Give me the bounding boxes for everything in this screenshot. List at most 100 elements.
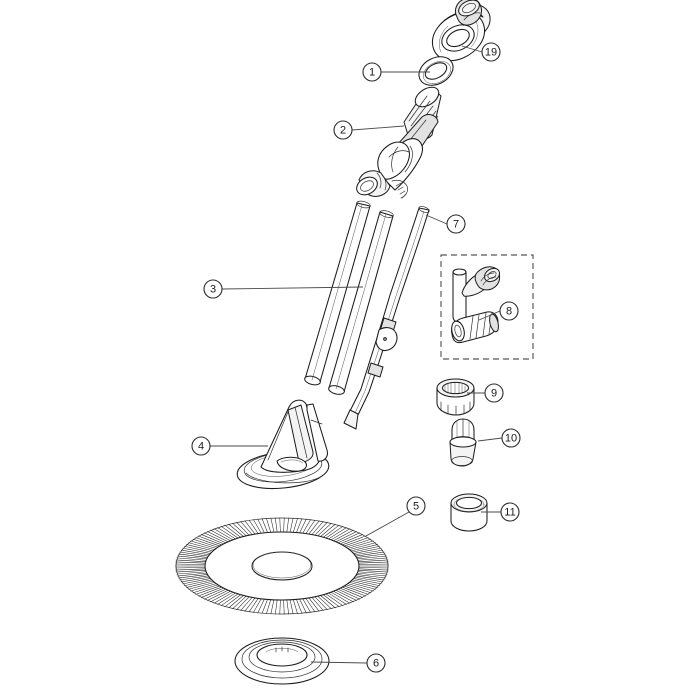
callout-6[interactable]: 6: [310, 653, 386, 673]
callout-number: 8: [506, 306, 512, 318]
brush-bristle: [200, 587, 225, 598]
callout-4[interactable]: 4: [191, 436, 268, 456]
brush-bristle: [311, 521, 324, 536]
brush-bristle: [186, 580, 214, 588]
brush-bristle: [357, 567, 389, 569]
brush-bristle: [339, 534, 364, 545]
callout-19[interactable]: 19: [461, 42, 501, 62]
brush-bristle: [351, 579, 380, 586]
brush-bristle: [308, 520, 320, 535]
callout-number: 4: [198, 441, 204, 453]
brush-bristle: [354, 551, 385, 557]
brush-bristle: [299, 518, 307, 534]
callout-bubble[interactable]: [333, 120, 353, 140]
part-adapter-kit-group: [440, 254, 534, 360]
brush-bristle: [356, 571, 388, 575]
callout-bubble[interactable]: [499, 301, 519, 321]
brush-bristle: [357, 568, 389, 571]
brush-bristle: [356, 557, 388, 561]
callout-7[interactable]: 7: [425, 214, 466, 234]
callout-bubble[interactable]: [203, 279, 223, 299]
callout-bubble[interactable]: [484, 383, 504, 403]
callout-2[interactable]: 2: [333, 120, 405, 140]
brush-bristle: [175, 559, 207, 563]
brush-bristle: [210, 590, 232, 603]
brush-bristle: [314, 596, 328, 611]
brush-bristle: [275, 599, 278, 615]
brush-bristle: [179, 575, 210, 581]
callout-bubble[interactable]: [501, 428, 521, 448]
brush-bristle: [322, 594, 340, 608]
leader-line: [221, 286, 364, 290]
callout-bubble[interactable]: [362, 62, 382, 82]
brush-bristle: [175, 567, 207, 569]
brush-bristle: [337, 532, 361, 544]
callout-1[interactable]: 1: [362, 62, 430, 82]
brush-bristle: [182, 578, 212, 585]
brush-bristle: [179, 551, 210, 557]
brush-bristles: [175, 517, 389, 615]
brush-bristle: [346, 540, 374, 549]
brush-bristle: [188, 581, 216, 590]
part-curved-feed-pipe: [343, 206, 430, 430]
brush-bristle: [176, 557, 208, 561]
callout-bubble[interactable]: [191, 436, 211, 456]
adapter-kit-dashed-box: [440, 254, 534, 360]
brush-bristle: [335, 531, 357, 543]
brush-bristle: [295, 598, 303, 614]
brush-bristle: [190, 583, 218, 592]
brush-bristle: [289, 599, 294, 615]
brush-bristle: [356, 572, 387, 577]
brush-bristle: [244, 520, 256, 535]
brush-bristle: [332, 590, 354, 603]
callout-bubble[interactable]: [500, 502, 520, 522]
brush-bristle: [305, 519, 316, 535]
brush-bristle: [325, 593, 344, 607]
callout-bubble[interactable]: [406, 496, 426, 516]
callout-bubble[interactable]: [481, 42, 501, 62]
brush-bristle: [286, 517, 289, 533]
callout-8[interactable]: 8: [478, 301, 519, 321]
brush-bristle: [240, 521, 253, 536]
brush-bristle: [228, 523, 245, 538]
brush-bristle: [175, 568, 207, 571]
brush-bristle: [308, 597, 320, 612]
brush-bristle: [341, 535, 366, 546]
brush-bristle: [257, 598, 265, 614]
brush-bristle: [192, 584, 219, 594]
brush-bristle: [270, 599, 275, 615]
brush-bristle: [322, 524, 340, 538]
callout-5[interactable]: 5: [365, 496, 426, 537]
brush-bristle: [217, 527, 237, 540]
callout-number: 9: [491, 388, 497, 400]
brush-bristle: [319, 594, 336, 609]
brush-bristle: [343, 537, 369, 547]
callout-bubble[interactable]: [366, 653, 386, 673]
brush-bristle: [343, 585, 369, 595]
brush-bristle: [292, 599, 298, 615]
callout-3[interactable]: 3: [203, 279, 364, 299]
callout-11[interactable]: 11: [481, 502, 520, 522]
brush-bristle: [299, 598, 307, 614]
brush-bristle: [283, 517, 285, 533]
callout-bubble[interactable]: [446, 214, 466, 234]
brush-bristle: [207, 589, 229, 601]
brush-bristle: [266, 517, 272, 533]
brush-bristle: [275, 517, 278, 533]
part-o-ring: [418, 56, 454, 86]
callout-10[interactable]: 10: [477, 428, 521, 448]
brush-bristle: [317, 595, 332, 610]
brush-bristle: [207, 531, 229, 543]
part-bearing-collar: [450, 493, 488, 532]
brush-bristle: [213, 528, 234, 541]
brush-bristle: [188, 542, 216, 551]
brush-bristle: [236, 596, 250, 611]
brush-bristle: [217, 592, 237, 605]
brush-bristle: [195, 537, 221, 547]
brush-bristle: [330, 528, 351, 541]
callout-9[interactable]: 9: [467, 383, 504, 403]
brush-bristle: [177, 555, 208, 560]
brush-bristle: [351, 546, 380, 553]
